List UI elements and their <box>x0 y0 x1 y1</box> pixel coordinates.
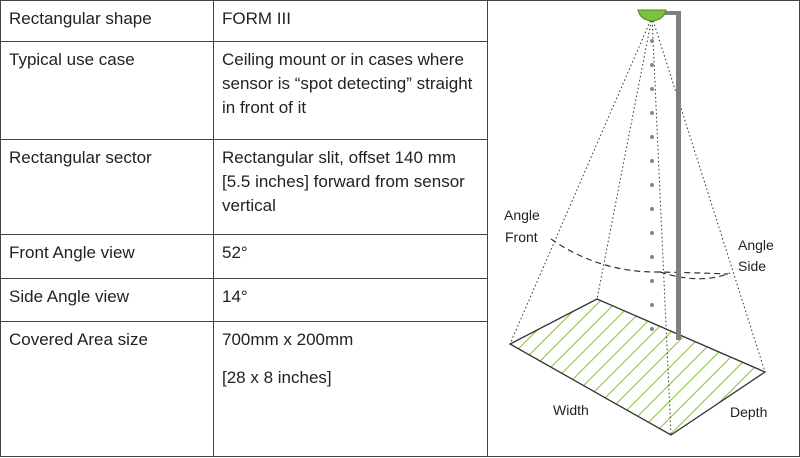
row-value-extra: [28 x 8 inches] <box>222 368 332 387</box>
spec-table: Rectangular shape FORM III Typical use c… <box>0 0 488 457</box>
cone-edges <box>509 16 766 436</box>
sensor-icon <box>637 9 667 22</box>
label-angle-side-line1: Angle <box>738 237 774 253</box>
row-label: Covered Area size <box>0 321 214 457</box>
table-row: Covered Area size 700mm x 200mm [28 x 8 … <box>0 321 488 457</box>
label-angle-front-line1: Angle <box>504 207 540 223</box>
mounting-pole <box>663 11 681 340</box>
row-label: Front Angle view <box>0 234 214 279</box>
table-row: Typical use case Ceiling mount or in cas… <box>0 41 488 140</box>
table-row: Rectangular shape FORM III <box>0 0 488 42</box>
row-value: 700mm x 200mm [28 x 8 inches] <box>213 321 488 457</box>
label-depth: Depth <box>730 404 767 420</box>
row-label: Rectangular sector <box>0 139 214 235</box>
row-value-main: 700mm x 200mm <box>222 330 354 349</box>
angle-side-arc <box>659 271 731 280</box>
row-value: FORM III <box>213 0 488 42</box>
row-value: Ceiling mount or in cases where sensor i… <box>213 41 488 140</box>
sensor-coverage-diagram: Angle Front Angle Side Width Depth <box>487 0 800 457</box>
covered-area-outline <box>508 298 767 436</box>
row-value: 14° <box>213 278 488 322</box>
label-width: Width <box>553 402 589 418</box>
row-label: Side Angle view <box>0 278 214 322</box>
table-row: Front Angle view 52° <box>0 234 488 279</box>
table-row: Side Angle view 14° <box>0 278 488 322</box>
sensor-vertical-dots <box>650 39 654 331</box>
row-label: Rectangular shape <box>0 0 214 42</box>
covered-area <box>510 299 765 435</box>
row-value: Rectangular slit, offset 140 mm [5.5 inc… <box>213 139 488 235</box>
label-angle-side-line2: Side <box>738 258 766 274</box>
angle-front-arc <box>550 238 729 275</box>
label-angle-front-line2: Front <box>505 229 538 245</box>
table-row: Rectangular sector Rectangular slit, off… <box>0 139 488 235</box>
